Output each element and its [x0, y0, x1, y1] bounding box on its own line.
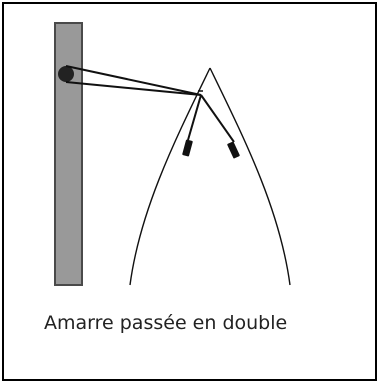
cleat-left	[182, 139, 193, 156]
boat-hull-right	[210, 68, 290, 285]
mooring-ring	[58, 66, 74, 82]
mooring-line-upper	[66, 66, 201, 95]
dock-post	[55, 23, 82, 285]
cleat-right	[227, 141, 240, 158]
diagram-caption: Amarre passée en double	[44, 312, 287, 334]
mooring-line-lower	[66, 82, 201, 95]
line-end-right	[201, 95, 234, 142]
line-end-left	[188, 95, 201, 140]
boat-hull-left	[130, 68, 210, 285]
